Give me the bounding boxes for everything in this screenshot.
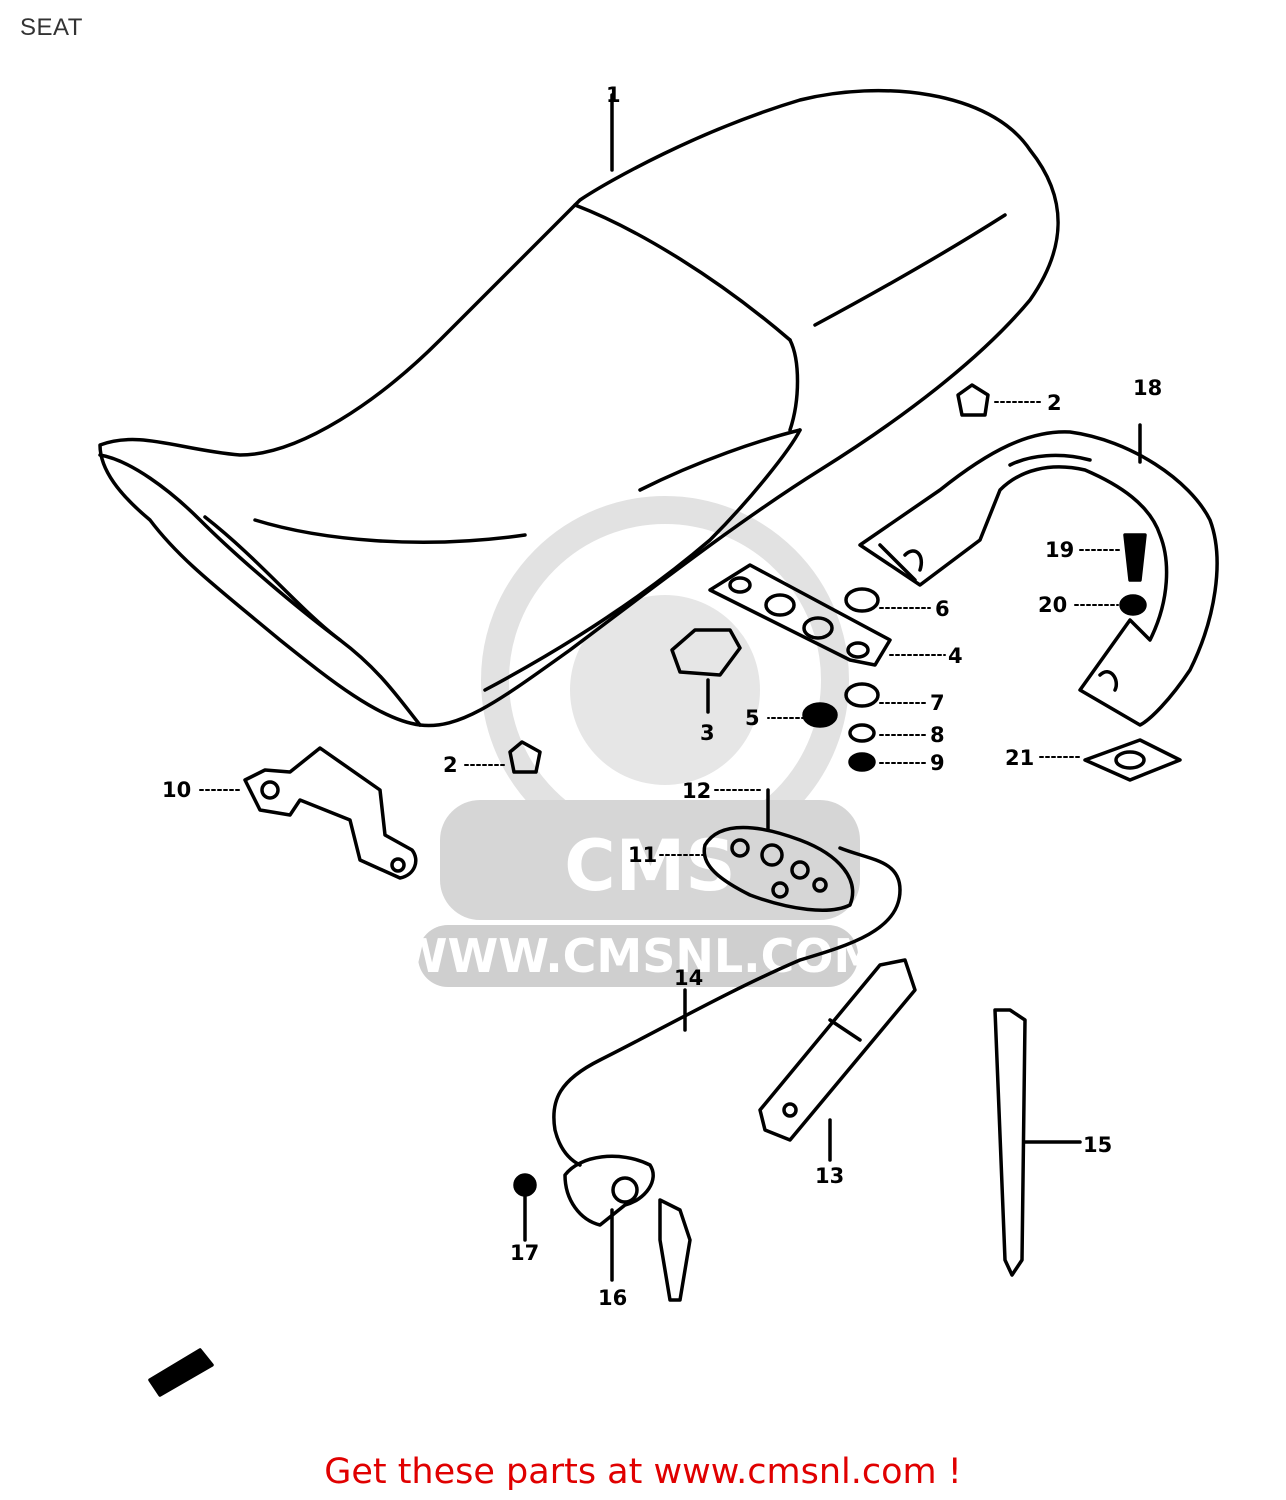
label-2-upper: 2 [1047, 391, 1062, 415]
bracket-drawing [670, 628, 742, 714]
label-20: 20 [1038, 593, 1067, 617]
hardware-drawing [148, 383, 1182, 1397]
label-3: 3 [700, 721, 715, 745]
label-19: 19 [1045, 538, 1074, 562]
part-labels: 1 2 2 3 4 5 6 7 8 9 10 11 12 13 14 15 16… [162, 83, 1162, 1310]
seat-drawing [98, 88, 1060, 728]
label-21: 21 [1005, 746, 1034, 770]
bracket-10-drawing [243, 746, 418, 880]
leader-lines [199, 401, 1121, 856]
label-8: 8 [930, 723, 945, 747]
label-4: 4 [948, 644, 963, 668]
label-17: 17 [510, 1241, 539, 1265]
label-10: 10 [162, 778, 191, 802]
label-6: 6 [935, 597, 950, 621]
watermark-logo: CMS [564, 825, 735, 907]
label-16: 16 [598, 1286, 627, 1310]
lock-set-drawing [513, 1154, 692, 1302]
plate-drawing [708, 563, 892, 667]
label-9: 9 [930, 751, 945, 775]
label-14: 14 [674, 966, 703, 990]
watermark-url: WWW.CMSNL.COM [397, 929, 880, 983]
label-1: 1 [606, 83, 621, 107]
label-11: 11 [628, 843, 657, 867]
parts-diagram: CMS WWW.CMSNL.COM [98, 83, 1219, 1397]
hinge-drawing [758, 958, 917, 1162]
label-12: 12 [682, 779, 711, 803]
watermark: CMS WWW.CMSNL.COM [397, 496, 880, 987]
footer-link[interactable]: Get these parts at www.cmsnl.com ! [324, 1452, 962, 1492]
label-7: 7 [930, 691, 945, 715]
page-title: SEAT [20, 14, 83, 41]
cable-drawing [552, 846, 902, 1167]
label-5: 5 [745, 706, 760, 730]
label-13: 13 [815, 1164, 844, 1188]
rod-drawing [993, 1008, 1082, 1277]
grab-rail-drawing [858, 423, 1219, 727]
lock-drawing [702, 788, 855, 912]
label-18: 18 [1133, 376, 1162, 400]
label-2-lower: 2 [443, 753, 458, 777]
label-15: 15 [1083, 1133, 1112, 1157]
